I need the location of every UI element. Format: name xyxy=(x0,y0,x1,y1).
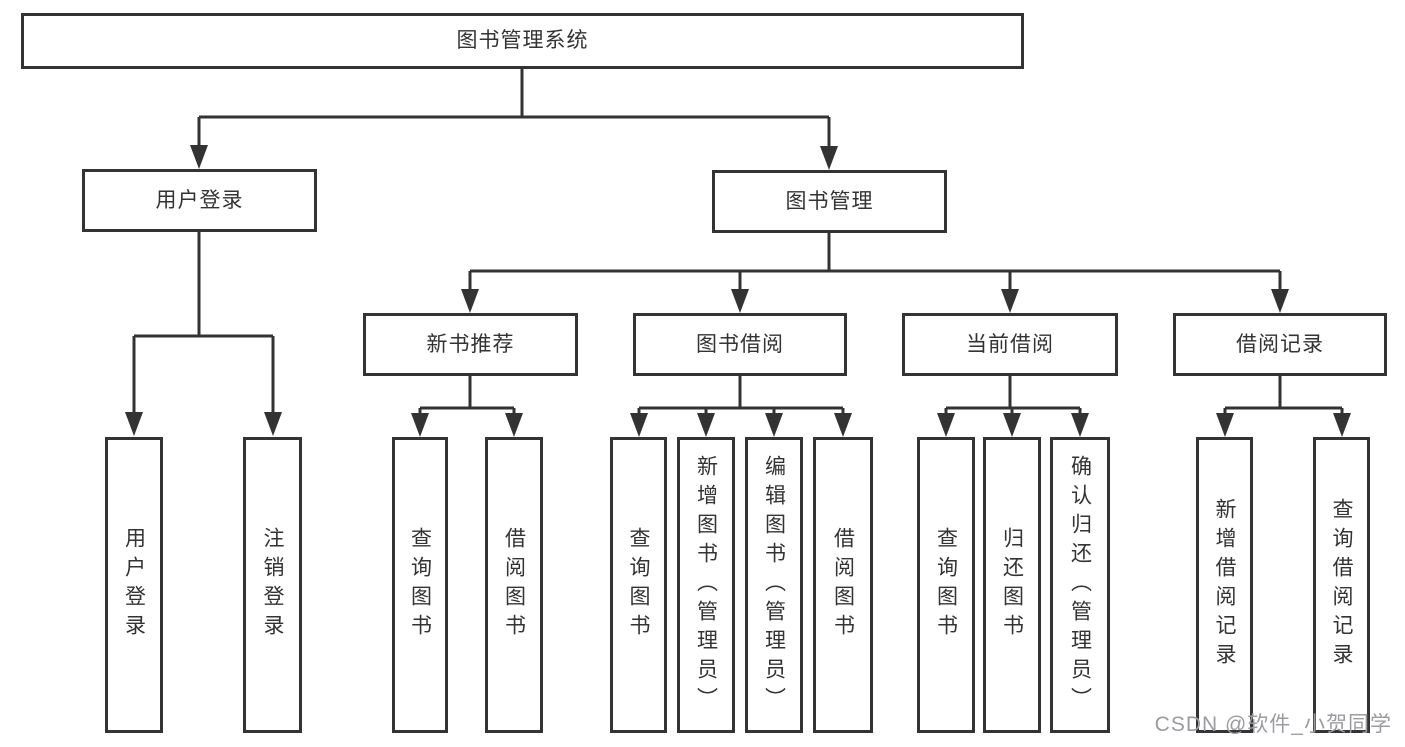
node-add-borrow-record: 新增借阅记录 xyxy=(1196,437,1253,733)
node-new-book-recommend: 新书推荐 xyxy=(363,313,578,376)
node-label: 借阅图书 xyxy=(502,527,526,643)
node-label: 查询图书 xyxy=(408,527,432,643)
node-user-login-action: 用户登录 xyxy=(105,437,163,733)
node-label: 编辑图书（管理员） xyxy=(762,454,786,716)
node-label: 新增借阅记录 xyxy=(1213,498,1236,672)
node-label: 查询借阅记录 xyxy=(1330,498,1353,672)
node-label: 新增图书（管理员） xyxy=(694,454,718,716)
node-edit-books-admin: 编辑图书（管理员） xyxy=(745,437,803,733)
node-label: 借阅图书 xyxy=(831,527,855,643)
node-borrow-books-1: 借阅图书 xyxy=(485,437,543,733)
node-label: 确认归还（管理员） xyxy=(1068,454,1092,716)
node-label: 查询图书 xyxy=(934,527,958,643)
node-root-title: 图书管理系统 xyxy=(21,13,1024,69)
node-label: 查询图书 xyxy=(627,527,650,643)
node-query-books-3: 查询图书 xyxy=(917,437,975,733)
node-current-borrow: 当前借阅 xyxy=(902,313,1118,376)
node-query-books-1: 查询图书 xyxy=(392,437,448,733)
node-query-borrow-record: 查询借阅记录 xyxy=(1313,437,1370,733)
node-borrow-records: 借阅记录 xyxy=(1173,313,1387,376)
node-label: 用户登录 xyxy=(122,527,146,643)
node-borrow-books-2: 借阅图书 xyxy=(813,437,873,733)
node-label: 注销登录 xyxy=(261,527,284,643)
node-query-books-2: 查询图书 xyxy=(610,437,667,733)
node-book-borrow: 图书借阅 xyxy=(633,313,847,376)
watermark: CSDN @软件_小贺同学 xyxy=(1154,713,1392,736)
node-label: 归还图书 xyxy=(1000,527,1024,643)
node-book-management: 图书管理 xyxy=(712,170,947,233)
node-logout-action: 注销登录 xyxy=(243,437,302,733)
node-add-books-admin: 新增图书（管理员） xyxy=(677,437,735,733)
node-confirm-return-admin: 确认归还（管理员） xyxy=(1050,437,1110,733)
node-user-login: 用户登录 xyxy=(82,169,317,232)
node-return-books: 归还图书 xyxy=(983,437,1041,733)
